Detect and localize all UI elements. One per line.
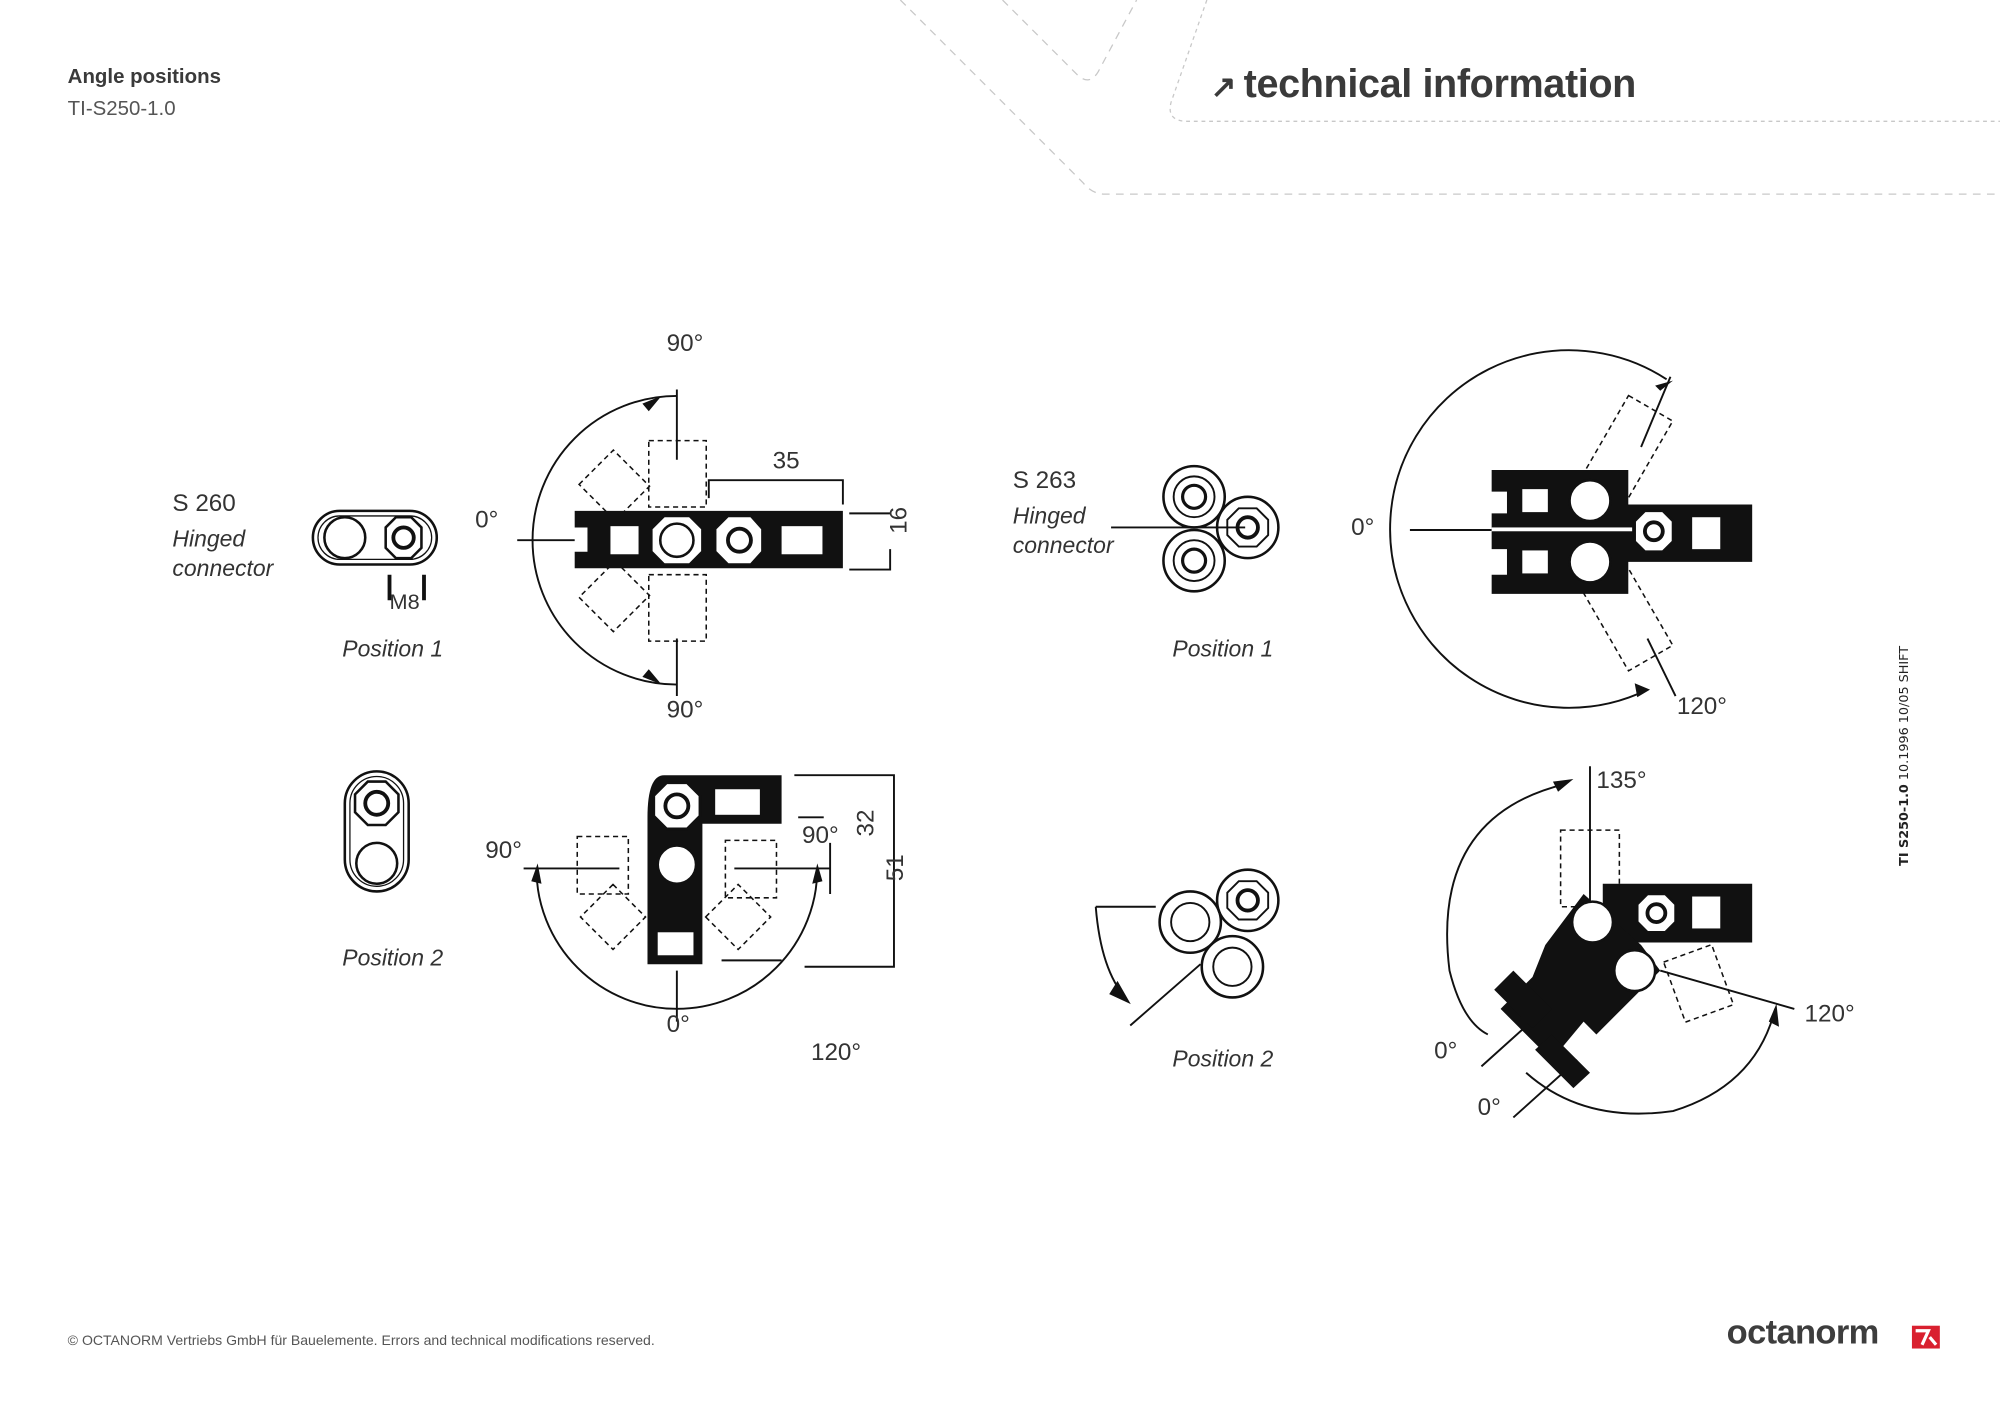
s260-position1-label: Position 1 <box>342 635 443 661</box>
p2-angle-bottom: 0° <box>667 1011 690 1038</box>
document-code: TI-S250-1.0 <box>67 98 176 121</box>
p1-angle-left: 0° <box>475 506 498 533</box>
section-heading: ↗technical information <box>1210 61 1637 107</box>
p1-dim-height: 16 <box>886 507 913 534</box>
s263-position2-label: Position 2 <box>1172 1045 1273 1071</box>
s263-profile-position1 <box>1389 349 1753 709</box>
p1-angle-bottom: 90° <box>667 697 704 724</box>
octanorm-logo-icon <box>1911 1325 1940 1349</box>
p2-dim-inner: 32 <box>853 810 880 837</box>
copyright-text: © OCTANORM Vertriebs GmbH für Bauelement… <box>67 1333 655 1349</box>
s263-p1-angle-right: 120° <box>1677 693 1727 720</box>
s263-part-number: S 263 <box>1013 467 1076 494</box>
s260-label: S 260 Hinged connector <box>172 490 274 581</box>
s263-desc-line2: connector <box>1013 532 1115 558</box>
s260-part-number: S 260 <box>172 490 235 517</box>
s263-desc-line1: Hinged <box>1013 503 1087 529</box>
p2-angle-right: 90° <box>802 822 839 849</box>
s263-p2-angle-left: 0° <box>1434 1038 1457 1065</box>
document-title: Angle positions <box>67 66 221 89</box>
s260-connector-position2 <box>343 770 410 893</box>
s263-p2-angle-bottom: 0° <box>1478 1094 1501 1121</box>
s263-p2-angle-top: 135° <box>1596 767 1646 794</box>
p1-dim-width: 35 <box>773 448 800 475</box>
p2-angle-extra: 120° <box>811 1039 861 1066</box>
s260-profile-position2 <box>523 774 895 1022</box>
s263-profile-position2 <box>1446 766 1795 1119</box>
arrow-up-right-icon: ↗ <box>1210 70 1237 105</box>
s263-p2-angle-right: 120° <box>1805 1001 1855 1028</box>
thread-size-label: M8 <box>390 589 420 614</box>
s263-connector-position1 <box>1111 464 1280 593</box>
s263-connector-position2 <box>1094 868 1280 1027</box>
p2-angle-left: 90° <box>485 837 522 864</box>
section-title: technical information <box>1243 61 1637 106</box>
s263-position1-label: Position 1 <box>1172 635 1273 661</box>
s260-desc-line1: Hinged <box>172 526 246 552</box>
p2-dim-outer: 51 <box>882 854 909 881</box>
s260-profile-position1 <box>517 389 892 697</box>
s260-connector-position1 <box>311 509 439 601</box>
s260-position2-label: Position 2 <box>342 944 443 970</box>
s263-label: S 263 Hinged connector <box>1013 467 1115 558</box>
p1-angle-top: 90° <box>667 330 704 357</box>
s260-desc-line2: connector <box>172 555 274 581</box>
s263-p1-angle-left: 0° <box>1351 514 1374 541</box>
octanorm-logo-text: octanorm <box>1726 1312 1880 1352</box>
header-decoration <box>899 0 2000 195</box>
